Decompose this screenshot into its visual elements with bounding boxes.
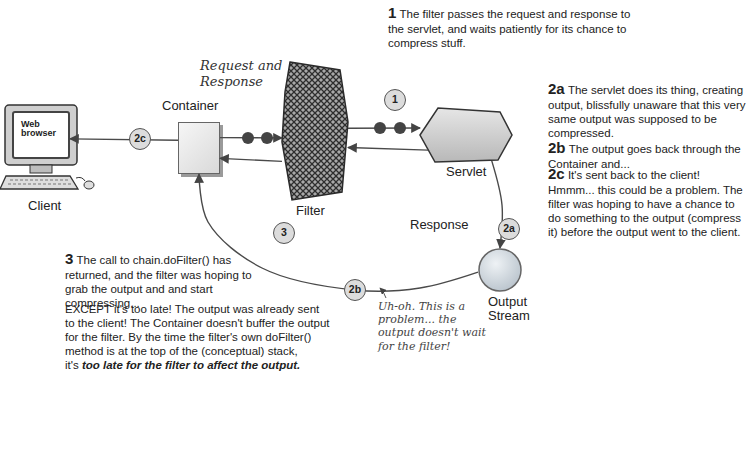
text-block: Response — [410, 217, 480, 232]
callout-number: 3 — [281, 226, 287, 238]
monitor-frame — [5, 105, 77, 165]
node-label: Container — [162, 99, 252, 113]
note-text: Response — [410, 217, 469, 232]
step-number: 2c — [548, 165, 565, 182]
callout-number: 2b — [349, 283, 361, 295]
output-stream-circle-outline — [478, 248, 522, 292]
flow-arrow — [348, 127, 420, 129]
text-block: 2bThe output goes back through the Conta… — [548, 139, 746, 171]
text-block: 3The call to chain.doFilter() has return… — [65, 250, 275, 310]
node-label: Servlet — [446, 165, 516, 179]
filter-mesh-outline — [282, 62, 348, 200]
keyboard-keys — [8, 180, 72, 184]
output-stream-circle: Output Stream — [478, 248, 522, 292]
flow-arrow — [348, 148, 428, 151]
note-text: The call to chain.doFilter() has returne… — [65, 254, 252, 309]
node-label: Web browser — [21, 120, 61, 139]
callout-number: 2a — [503, 222, 515, 234]
request-dot — [374, 122, 386, 134]
step-number: 1 — [388, 4, 396, 21]
text-block: 1The filter passes the request and respo… — [388, 4, 646, 50]
callout-circle: 2c — [129, 128, 151, 150]
flow-arrow — [220, 158, 282, 161]
text-block: 2aThe servlet does its thing, creating o… — [548, 80, 746, 140]
step-number: 2a — [548, 80, 565, 97]
callout-circle: 2a — [498, 218, 520, 240]
node-label: Output Stream — [488, 295, 540, 324]
step-number: 2b — [548, 139, 566, 156]
callout-circle: 2b — [344, 279, 366, 301]
note-text: The filter passes the request and respon… — [388, 8, 630, 49]
step-number: 3 — [65, 250, 73, 267]
callout-circle: 3 — [273, 222, 295, 244]
request-dot — [242, 132, 254, 144]
text-block: Uh-oh. This is a problem... the output d… — [378, 300, 486, 353]
client-computer: Web browserClient — [12, 111, 70, 159]
note-text: It's sent back to the client! Hmmm... th… — [548, 169, 743, 238]
note-text: The output goes back through the Contain… — [548, 143, 741, 170]
flow-arrow — [70, 139, 178, 140]
response-dot — [394, 122, 406, 134]
servlet-hexagon: Servlet — [420, 108, 512, 162]
container-box: Container — [178, 122, 220, 174]
node-label: Filter — [296, 204, 356, 218]
callout-circle: 1 — [384, 89, 406, 111]
text-block: EXCEPT it's too late! The output was alr… — [65, 302, 331, 372]
keyboard — [0, 176, 78, 189]
monitor-stand — [30, 165, 52, 173]
filter-mesh: Filter — [282, 62, 348, 200]
flow-arrow — [220, 137, 282, 139]
note-text: Request and Response — [200, 58, 282, 89]
text-block: 2cIt's sent back to the client! Hmmm... … — [548, 165, 746, 239]
note-text: Uh-oh. This is a problem... the output d… — [378, 300, 486, 353]
response-dot — [261, 132, 273, 144]
mouse — [84, 181, 94, 189]
note-text: too late for the filter to affect the ou… — [82, 359, 300, 371]
output-stream-circle-shape — [479, 249, 521, 291]
callout-number: 2c — [134, 132, 146, 144]
text-block: Request and Response — [200, 58, 288, 91]
note-text: The servlet does its thing, creating out… — [548, 84, 746, 139]
callout-number: 1 — [392, 93, 398, 105]
node-label: Client — [28, 199, 88, 213]
leader-line — [380, 288, 386, 298]
filter-mesh-shape — [282, 62, 348, 200]
mouse-cable — [76, 177, 85, 181]
servlet-hexagon-shape — [420, 108, 512, 162]
servlet-hexagon-outline — [420, 108, 512, 162]
